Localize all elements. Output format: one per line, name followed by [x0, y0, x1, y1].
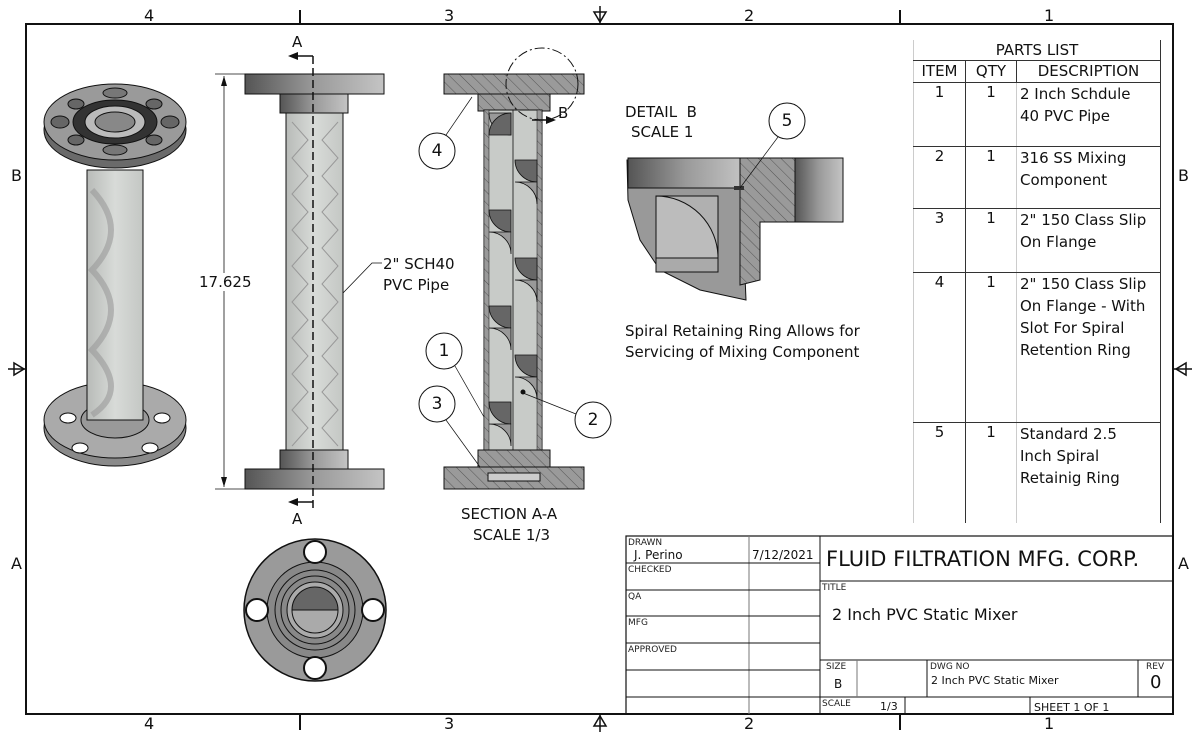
parts-row: 4 1 2" 150 Class Slip On Flange - With S… — [913, 272, 1161, 423]
item-qty: 1 — [965, 146, 1017, 209]
qa-label: QA — [628, 592, 642, 602]
approved-label: APPROVED — [628, 645, 677, 655]
overall-length-dimension: 17.625 — [199, 273, 252, 291]
header-item: ITEM — [913, 60, 966, 83]
item-description: 2" 150 Class Slip On Flange — [1016, 208, 1161, 273]
item-qty: 1 — [965, 82, 1017, 147]
section-view — [418, 47, 612, 490]
section-marker-bottom: A — [292, 510, 303, 528]
balloon-3-label: 3 — [431, 394, 443, 414]
balloon-2 — [574, 401, 612, 439]
detail-scale: SCALE 1 — [631, 123, 694, 141]
front-view — [215, 52, 385, 508]
isometric-view — [43, 83, 187, 467]
checked-label: CHECKED — [628, 565, 672, 575]
zone-right-b: B — [1178, 166, 1189, 185]
balloon-4-label: 4 — [431, 141, 443, 161]
item-qty: 1 — [965, 422, 1017, 523]
title-block-grid — [625, 535, 1174, 715]
item-number: 3 — [913, 208, 966, 273]
sheet-number: SHEET 1 OF 1 — [1034, 701, 1110, 714]
zone-left-a: A — [11, 554, 22, 573]
detail-title: DETAIL B — [625, 103, 697, 121]
item-number: 2 — [913, 146, 966, 209]
item-number: 1 — [913, 82, 966, 147]
size-label: SIZE — [826, 662, 847, 672]
item-qty: 1 — [965, 208, 1017, 273]
item-description: Standard 2.5 Inch Spiral Retainig Ring — [1016, 422, 1161, 523]
parts-row: 2 1 316 SS Mixing Component — [913, 146, 1161, 209]
zone-top-2: 2 — [744, 6, 755, 25]
drawn-by: J. Perino — [634, 548, 683, 562]
parts-row: 3 1 2" 150 Class Slip On Flange — [913, 208, 1161, 273]
scale-label: SCALE — [822, 699, 851, 709]
zone-bottom-2: 2 — [744, 714, 755, 733]
zone-top-1: 1 — [1044, 6, 1055, 25]
zone-bottom-4: 4 — [144, 714, 155, 733]
balloon-1-label: 1 — [438, 341, 450, 361]
parts-list-title: PARTS LIST — [913, 40, 1161, 61]
item-number: 4 — [913, 272, 966, 423]
zone-top-3: 3 — [444, 6, 455, 25]
detail-note: Spiral Retaining Ring Allows for Servici… — [625, 322, 860, 361]
item-description: 2" 150 Class Slip On Flange - With Slot … — [1016, 272, 1161, 423]
zone-bottom-3: 3 — [444, 714, 455, 733]
revision: 0 — [1150, 672, 1162, 693]
mfg-label: MFG — [628, 618, 648, 628]
sheet-border — [8, 6, 1192, 732]
rev-label: REV — [1146, 662, 1165, 672]
pipe-callout: 2" SCH40 PVC Pipe — [383, 255, 455, 294]
zone-top-4: 4 — [144, 6, 155, 25]
item-qty: 1 — [965, 272, 1017, 423]
balloon-5 — [768, 102, 806, 140]
zone-right-a: A — [1178, 554, 1189, 573]
detail-marker-b: B — [558, 104, 569, 122]
balloon-1 — [425, 332, 463, 370]
section-scale: SCALE 1/3 — [473, 526, 550, 544]
item-number: 5 — [913, 422, 966, 523]
section-marker-top: A — [292, 33, 303, 51]
title-label: TITLE — [822, 583, 847, 593]
balloon-5-label: 5 — [781, 111, 793, 131]
dwg-no-label: DWG NO — [930, 662, 970, 672]
sheet-size: B — [834, 677, 843, 691]
drawn-label: DRAWN — [628, 538, 663, 548]
detail-view — [626, 102, 844, 301]
parts-row: 5 1 Standard 2.5 Inch Spiral Retainig Ri… — [913, 422, 1161, 523]
item-description: 2 Inch Schdule 40 PVC Pipe — [1016, 82, 1161, 147]
drawing-scale: 1/3 — [880, 700, 898, 713]
zone-bottom-1: 1 — [1044, 714, 1055, 733]
drawing-title: 2 Inch PVC Static Mixer — [832, 605, 1018, 624]
parts-list: PARTS LIST ITEM QTY DESCRIPTION 1 1 2 In… — [913, 40, 1161, 523]
company-name: FLUID FILTRATION MFG. CORP. — [826, 547, 1140, 571]
header-qty: QTY — [965, 60, 1017, 83]
balloon-4 — [418, 132, 456, 170]
drawing-number: 2 Inch PVC Static Mixer — [931, 674, 1059, 687]
zone-left-b: B — [11, 166, 22, 185]
section-title: SECTION A-A — [461, 505, 558, 523]
bottom-view — [243, 538, 387, 682]
item-description: 316 SS Mixing Component — [1016, 146, 1161, 209]
header-description: DESCRIPTION — [1016, 60, 1161, 83]
parts-row: 1 1 2 Inch Schdule 40 PVC Pipe — [913, 82, 1161, 147]
balloon-2-label: 2 — [587, 410, 599, 430]
drawn-date: 7/12/2021 — [752, 548, 814, 562]
balloon-3 — [418, 385, 456, 423]
